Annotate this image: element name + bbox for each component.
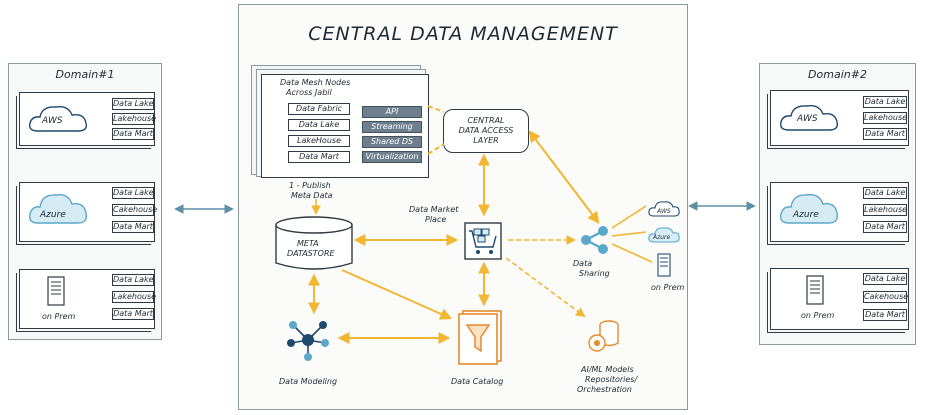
domain-1-azure-tag-2: Cakehouse bbox=[112, 204, 158, 216]
domain-1-onprem-tag-1: Data Lake bbox=[112, 274, 154, 286]
domain-2-title: Domain#2 bbox=[808, 68, 867, 81]
domain-1-panel: Domain#1 AWS Data Lake Lakehouse Data Ma… bbox=[8, 63, 162, 340]
domain-2-aws-tag-2: Lakehouse bbox=[863, 112, 908, 124]
server-icon bbox=[47, 276, 65, 306]
aws-cloud-icon bbox=[28, 105, 88, 132]
publish-note-line-2: Meta Data bbox=[291, 191, 333, 200]
sharing-target-onprem: on Prem bbox=[651, 283, 685, 292]
domain-1-azure-tag-3: Data Mart bbox=[112, 221, 154, 233]
mesh-item-data-mart: Data Mart bbox=[288, 151, 350, 163]
access-layer-line-3: LAYER bbox=[473, 136, 499, 145]
shopping-cart-icon bbox=[464, 222, 502, 260]
meta-datastore-line-1: META bbox=[297, 239, 319, 248]
domain-1-azure-tag-1: Data Lake bbox=[112, 187, 154, 199]
meta-datastore-cylinder bbox=[275, 216, 353, 270]
aws-cloud-icon bbox=[779, 104, 839, 131]
sharing-line-1: Data bbox=[573, 259, 593, 268]
data-catalog-label: Data Catalog bbox=[451, 377, 504, 386]
domain-2-azure-tag-3: Data Mart bbox=[863, 221, 907, 233]
server-icon bbox=[657, 253, 671, 277]
access-layer-line-1: CENTRAL bbox=[467, 116, 505, 125]
mesh-nodes-box: Data Mesh Nodes Across Jabil Data Fabric… bbox=[261, 74, 429, 178]
mesh-title-1: Data Mesh Nodes bbox=[280, 78, 351, 87]
domain-2-aws-tag-3: Data Mart bbox=[863, 128, 907, 140]
access-method-virtualization: Virtualization bbox=[362, 151, 422, 163]
share-icon bbox=[581, 226, 608, 254]
publish-note-line-1: 1 - Publish bbox=[289, 181, 331, 190]
sharing-target-aws: AWS bbox=[657, 208, 671, 215]
sharing-line-2: Sharing bbox=[579, 269, 610, 278]
ai-ml-icon bbox=[588, 320, 619, 352]
domain-1-onprem-label: on Prem bbox=[42, 312, 76, 321]
domain-2-onprem-source: on Prem Data Lake Cakehouse Data Mart bbox=[767, 268, 909, 333]
domain-1-title: Domain#1 bbox=[55, 68, 115, 81]
mesh-item-lakehouse: LakeHouse bbox=[288, 135, 350, 147]
domain-1-aws-tag-3: Data Mart bbox=[112, 128, 154, 140]
data-modeling-label: Data Modeling bbox=[279, 377, 338, 386]
domain-2-aws-label: AWS bbox=[797, 114, 818, 124]
domain-2-panel: Domain#2 AWS Data Lake Lakehouse Data Ma… bbox=[759, 63, 916, 345]
central-access-layer: CENTRAL DATA ACCESS LAYER bbox=[443, 109, 529, 153]
ai-ml-line-1: AI/ML Models bbox=[581, 365, 634, 374]
ai-ml-line-3: Orchestration bbox=[577, 385, 632, 394]
domain-2-onprem-tag-2: Cakehouse bbox=[863, 291, 909, 303]
central-panel: CENTRAL DATA MANAGEMENT Data Mesh Nodes … bbox=[238, 4, 688, 410]
domain-1-azure-label: Azure bbox=[40, 210, 66, 220]
mesh-item-data-fabric: Data Fabric bbox=[288, 103, 350, 115]
domain-1-azure-source: Azure Data Lake Cakehouse Data Mart bbox=[16, 182, 158, 245]
central-title: CENTRAL DATA MANAGEMENT bbox=[308, 23, 618, 45]
access-method-api: API bbox=[362, 106, 422, 118]
marketplace-line-2: Place bbox=[425, 215, 447, 224]
domain-2-onprem-label: on Prem bbox=[801, 311, 835, 320]
domain-2-onprem-tag-1: Data Lake bbox=[863, 273, 907, 285]
network-icon bbox=[287, 321, 329, 361]
access-method-shared-ds: Shared DS bbox=[362, 136, 422, 148]
domain-1-onprem-source: on Prem Data Lake Lakehouse Data Mart bbox=[16, 269, 157, 332]
domain-1-aws-source: AWS Data Lake Lakehouse Data Mart bbox=[16, 92, 157, 149]
domain-2-azure-tag-1: Data Lake bbox=[863, 187, 907, 199]
azure-cloud-icon bbox=[779, 194, 839, 224]
domain-1-onprem-tag-2: Lakehouse bbox=[112, 291, 157, 303]
sharing-target-azure: Azure bbox=[653, 234, 671, 241]
server-icon bbox=[806, 275, 824, 305]
mesh-item-data-lake: Data Lake bbox=[288, 119, 350, 131]
domain-1-onprem-tag-3: Data Mart bbox=[112, 308, 154, 320]
mesh-title-2: Across Jabil bbox=[286, 88, 332, 97]
meta-datastore-line-2: DATASTORE bbox=[287, 249, 335, 258]
domain-2-azure-source: Azure Data Lake Lakehouse Data Mart bbox=[767, 182, 909, 245]
domain-2-onprem-tag-3: Data Mart bbox=[863, 309, 907, 321]
domain-1-aws-tag-2: Lakehouse bbox=[112, 113, 157, 125]
domain-2-aws-tag-1: Data Lake bbox=[863, 96, 907, 108]
catalog-filter-icon bbox=[458, 310, 502, 365]
aws-cloud-icon bbox=[648, 201, 680, 217]
domain-1-aws-tag-1: Data Lake bbox=[112, 98, 154, 110]
access-layer-line-2: DATA ACCESS bbox=[458, 126, 514, 135]
domain-2-aws-source: AWS Data Lake Lakehouse Data Mart bbox=[767, 90, 909, 149]
marketplace-line-1: Data Market bbox=[409, 205, 459, 214]
azure-cloud-icon bbox=[28, 194, 88, 224]
domain-2-azure-tag-2: Lakehouse bbox=[863, 204, 908, 216]
domain-2-azure-label: Azure bbox=[793, 210, 819, 220]
azure-cloud-icon bbox=[648, 227, 680, 243]
ai-ml-line-2: Repositories/ bbox=[585, 375, 638, 384]
domain-1-aws-label: AWS bbox=[42, 116, 63, 126]
access-method-streaming: Streaming bbox=[362, 121, 422, 133]
